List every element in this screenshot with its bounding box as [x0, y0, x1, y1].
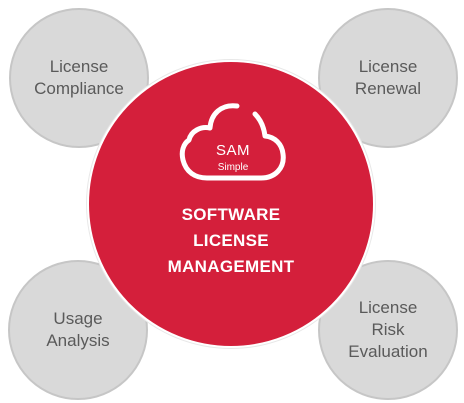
sam-simple-logo: SAM Simple — [177, 100, 289, 186]
usage-analysis-label: Usage Analysis — [46, 309, 110, 350]
hub-title-line-1: SOFTWARE — [181, 205, 281, 224]
license-renewal-label: License Renewal — [354, 57, 422, 98]
license-compliance-label: License Compliance — [34, 57, 124, 98]
logo-main-text: SAM — [215, 142, 250, 159]
hub-title-line-2: LICENSE — [193, 231, 269, 250]
logo-sub-text: Simple — [217, 162, 249, 173]
license-compliance-circle: License Compliance — [9, 8, 149, 148]
cloud-icon — [179, 103, 286, 181]
hub-title-line-3: MANAGEMENT — [167, 257, 295, 276]
hub-title: SOFTWARE LICENSE MANAGEMENT — [89, 202, 373, 280]
software-license-management-hub: SAM Simple SOFTWARE LICENSE MANAGEMENT — [87, 60, 375, 348]
license-risk-evaluation-label: License Risk Evaluation — [348, 298, 428, 361]
